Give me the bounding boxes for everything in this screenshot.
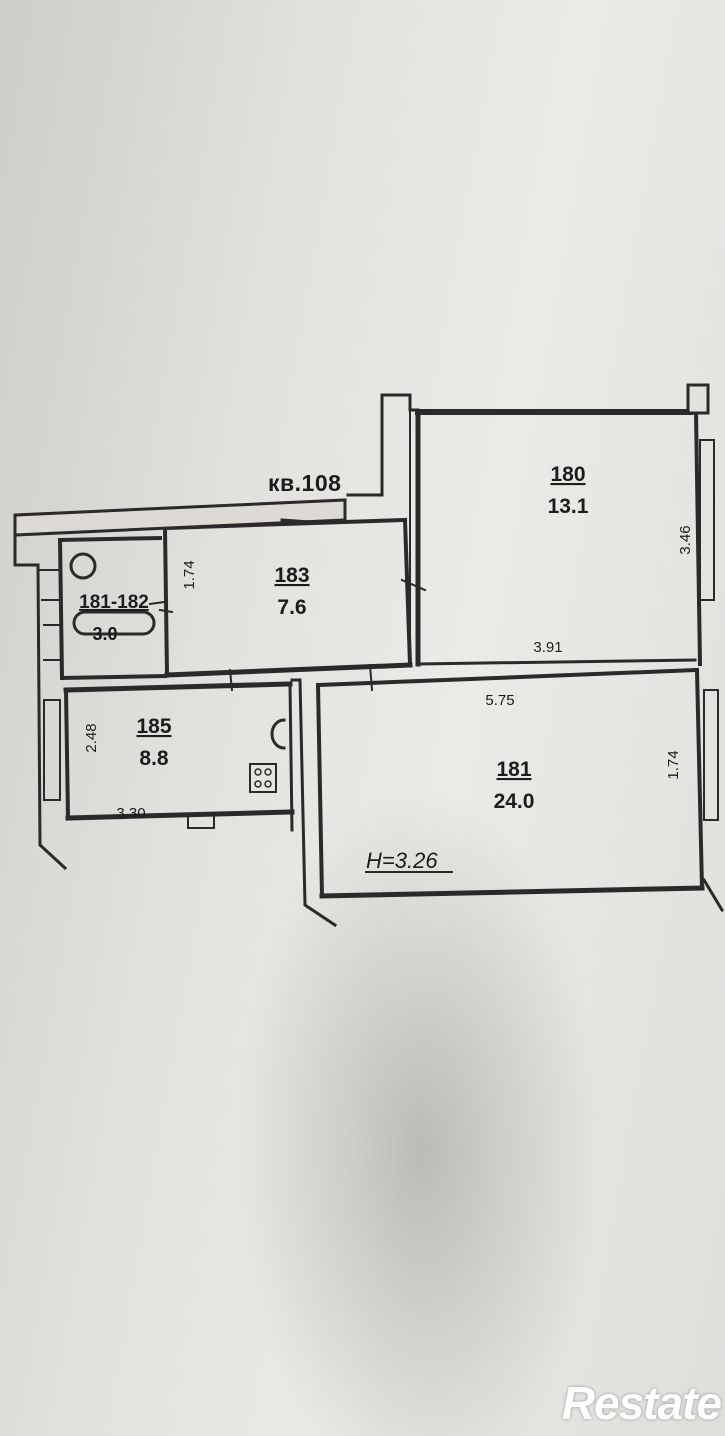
- room-185-walls: [63, 668, 295, 832]
- window-180: [699, 439, 715, 601]
- watermark-logo: Restate: [561, 1377, 722, 1429]
- dim-room181-height: 1.74: [665, 750, 682, 779]
- sink-icon: [187, 813, 215, 829]
- left-outer-wall: [13, 513, 68, 871]
- room-180-number: 180: [550, 463, 585, 486]
- room-181-182-number: 181-182: [79, 592, 149, 613]
- dim-room185-height: 2.48: [83, 723, 100, 752]
- room-181-number: 181: [496, 758, 531, 781]
- dim-room183-height: 1.74: [181, 560, 198, 589]
- room-181-walls: [290, 439, 725, 928]
- ceiling-height: H=3.26: [366, 848, 438, 873]
- room-183-number: 183: [274, 564, 309, 587]
- room-185-number: 185: [136, 715, 171, 738]
- dim-room180-width: 3.91: [533, 639, 562, 656]
- room-180-walls: [415, 383, 710, 667]
- apartment-label: кв.108: [268, 470, 341, 496]
- corridor-walls: [346, 393, 427, 665]
- room-185-area: 8.8: [139, 747, 169, 770]
- room-180-area: 13.1: [548, 495, 589, 518]
- dim-room180-height: 3.46: [677, 525, 694, 554]
- room-181-182-walls: [57, 535, 168, 681]
- dim-room185-width: 3.30: [116, 805, 145, 822]
- room-183-area: 7.6: [277, 596, 306, 619]
- door-swing-185: [270, 718, 286, 750]
- dim-room181-width: 5.75: [485, 692, 514, 709]
- stove-icon: [249, 763, 277, 793]
- room-181-182-area: 3.0: [92, 624, 117, 644]
- outer-wall-band: [13, 498, 347, 537]
- room-181-area: 24.0: [494, 790, 535, 813]
- bathtub-icon: [72, 610, 156, 636]
- toilet-icon: [69, 552, 97, 580]
- window-181: [703, 689, 719, 821]
- window-185: [43, 699, 61, 801]
